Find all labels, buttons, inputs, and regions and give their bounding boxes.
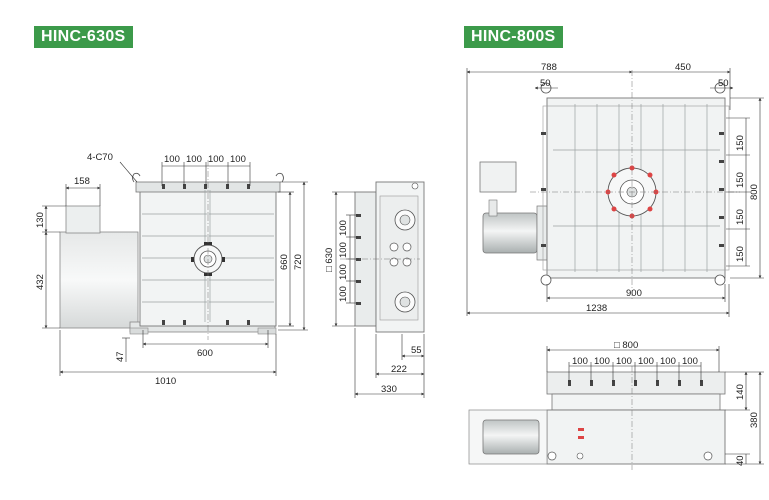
side-slot-pitch-2: 100 (338, 242, 349, 258)
motor-800 (482, 212, 538, 254)
height-660-dim: 660 (279, 254, 290, 270)
dim-1238: 1238 (586, 303, 607, 314)
top-slot-pitch-4: 100 (230, 154, 246, 165)
elevation-table-size: □ 800 (614, 340, 638, 351)
elev-slot-pitch-6: 100 (682, 356, 698, 367)
hinc-630s-front-dimensions (42, 161, 308, 376)
hinc-800s-plan-view (479, 70, 740, 300)
model-title-hinc-800s: HINC-800S (464, 26, 563, 48)
motor-junction-box (65, 205, 101, 234)
side-table-size: □ 630 (324, 248, 335, 272)
plan-slot-pitch-2: 150 (735, 172, 746, 188)
dim-788: 788 (541, 62, 557, 73)
base-offset-dim: 47 (115, 351, 126, 362)
dim-55: 55 (411, 345, 422, 356)
dim-ear-left: 50 (540, 78, 551, 89)
elev-slot-pitch-5: 100 (660, 356, 676, 367)
plan-slot-pitch-3: 150 (735, 209, 746, 225)
side-slot-pitch-3: 100 (338, 264, 349, 280)
top-slot-pitch-3: 100 (208, 154, 224, 165)
dim-450: 450 (675, 62, 691, 73)
top-slot-pitch-1: 100 (164, 154, 180, 165)
overall-length-dim: 1010 (155, 376, 176, 387)
elev-slot-pitch-1: 100 (572, 356, 588, 367)
hinc-630s-side-view (340, 181, 425, 333)
dim-40: 40 (735, 455, 746, 466)
hinc-630s-side-dimensions (332, 191, 425, 398)
elev-slot-pitch-2: 100 (594, 356, 610, 367)
dim-140: 140 (735, 384, 746, 400)
hinc-800s-plan-dimensions (466, 68, 764, 317)
side-slot-pitch-4: 100 (338, 286, 349, 302)
side-slot-pitch-1: 100 (338, 220, 349, 236)
dim-222: 222 (391, 364, 407, 375)
hinc-800s-elevation-dimensions (546, 346, 764, 465)
motor-height-dim: 130 (35, 212, 46, 228)
hinc-800s-plan-labels: 788 450 50 50 150 150 150 150 800 900 12… (540, 62, 760, 314)
motor-width-dim: 158 (74, 176, 90, 187)
slot-span-dim: 600 (197, 348, 213, 359)
hinc-630s-front-labels: 4-C70 100 100 100 100 158 130 432 600 47… (35, 152, 304, 387)
plan-slot-pitch-1: 150 (735, 135, 746, 151)
hinc-630s-side-labels: □ 630 100 100 100 100 55 222 330 (324, 220, 422, 395)
height-720-dim: 720 (293, 254, 304, 270)
dim-380: 380 (749, 412, 760, 428)
top-slot-pitch-2: 100 (186, 154, 202, 165)
chamfer-note: 4-C70 (87, 152, 113, 163)
hinc-630s-front-view (59, 160, 284, 340)
hinc-800s-elevation-labels: □ 800 100 100 100 100 100 100 140 380 40 (572, 340, 760, 466)
model-title-hinc-630s: HINC-630S (34, 26, 133, 48)
plan-slot-pitch-4: 150 (735, 246, 746, 262)
dim-330: 330 (381, 384, 397, 395)
hinc-800s-elevation-view (468, 366, 726, 470)
motor-housing (59, 231, 139, 329)
dim-800-height: 800 (749, 184, 760, 200)
elev-slot-pitch-3: 100 (616, 356, 632, 367)
dim-ear-right: 50 (718, 78, 729, 89)
elev-slot-pitch-4: 100 (638, 356, 654, 367)
base-height-dim: 432 (35, 274, 46, 290)
dim-900: 900 (626, 288, 642, 299)
